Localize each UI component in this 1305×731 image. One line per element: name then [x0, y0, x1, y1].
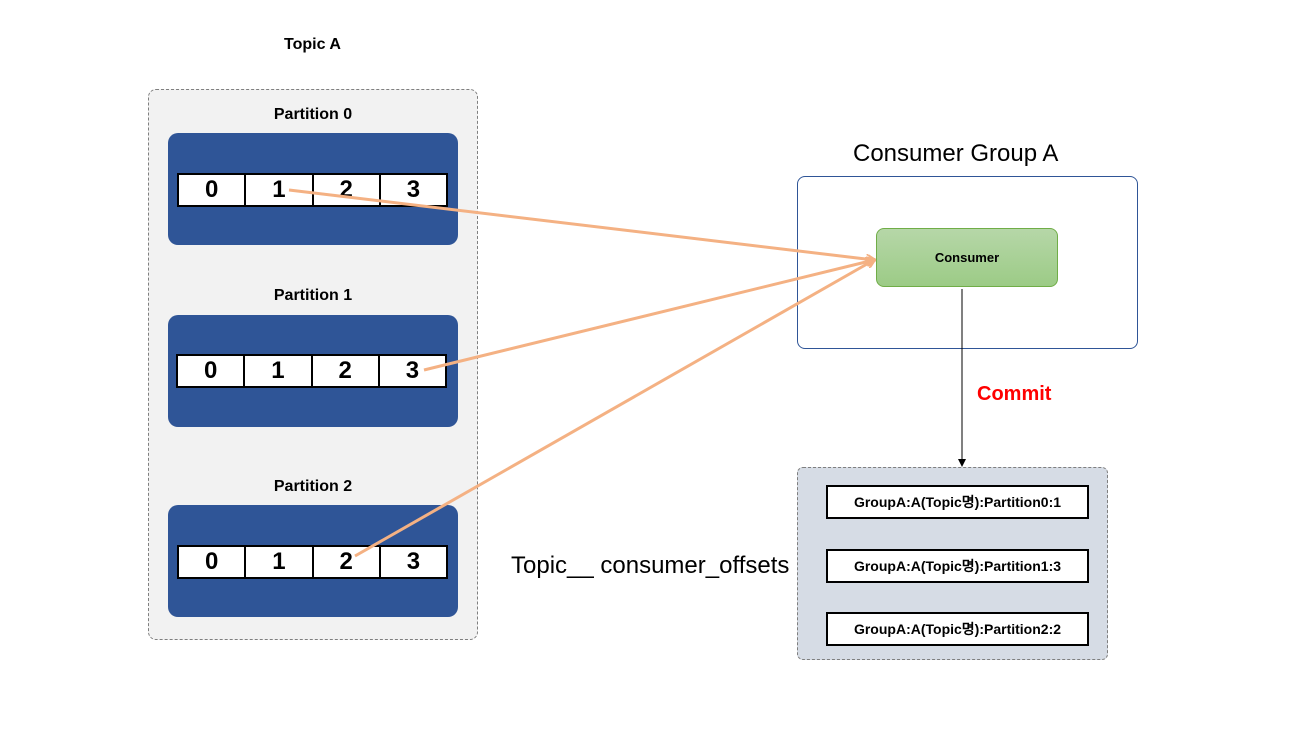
- offset-cell: 0: [204, 176, 219, 203]
- offset-cell: 0: [204, 548, 219, 575]
- offset-cell: 3: [377, 356, 445, 386]
- partition-0-label: Partition 0: [273, 106, 353, 123]
- arrow-partition-2: [354, 260, 874, 558]
- consumer-node: Consumer: [876, 228, 1058, 287]
- commit-label: Commit: [977, 383, 1052, 405]
- partition-1-offsets: 0 1 2 3: [176, 354, 447, 388]
- consumer-group-title: Consumer Group A: [853, 140, 1059, 167]
- offset-entry: GroupA:A(Topic명):Partition1:3: [826, 549, 1089, 583]
- partition-2-offsets: 0 1 2 3: [177, 545, 448, 579]
- partition-2-label: Partition 2: [273, 478, 353, 495]
- offset-entry: GroupA:A(Topic명):Partition2:2: [826, 612, 1089, 646]
- offset-cell: 3: [378, 547, 446, 577]
- offset-cell: 0: [203, 357, 218, 384]
- offset-cell: 1: [244, 547, 311, 577]
- topic-title: Topic A: [284, 36, 341, 53]
- partition-1-label: Partition 1: [273, 287, 353, 304]
- arrow-partition-1: [423, 260, 874, 372]
- offsets-topic-label: Topic__ consumer_offsets: [511, 552, 790, 579]
- offset-entry: GroupA:A(Topic명):Partition0:1: [826, 485, 1089, 519]
- offset-cell: 3: [378, 175, 446, 205]
- arrow-partition-0: [288, 188, 874, 260]
- partition-0-offsets: 0 1 2 3: [177, 173, 448, 207]
- offset-cell: 1: [243, 356, 310, 386]
- offset-cell: 2: [310, 356, 378, 386]
- offset-cell: 2: [311, 547, 379, 577]
- offset-cell: 1: [244, 175, 311, 205]
